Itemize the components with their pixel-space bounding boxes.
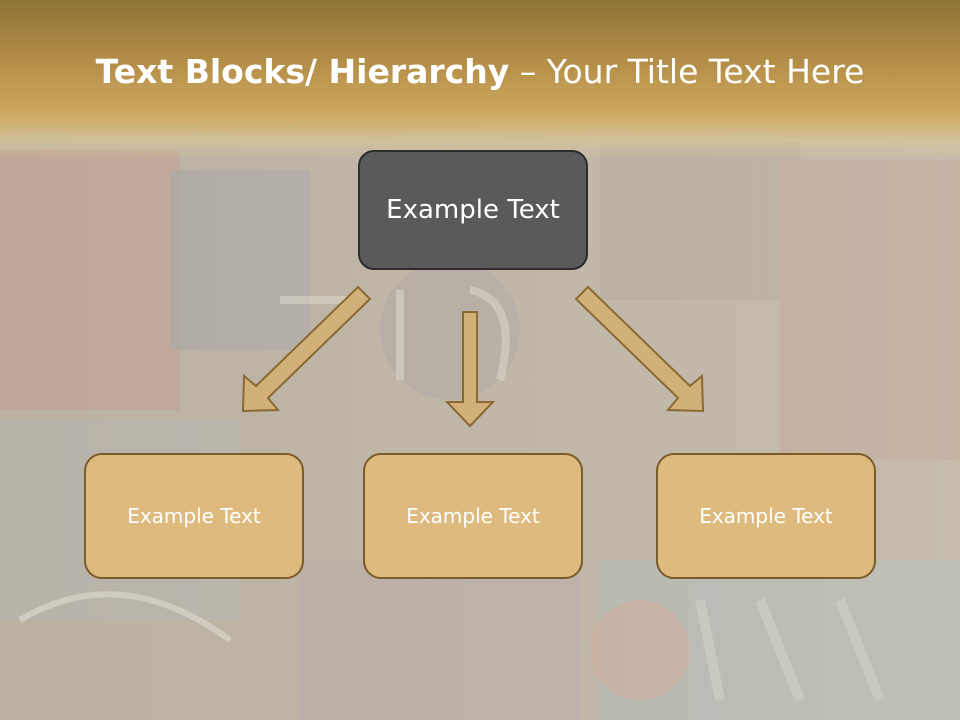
arrow-right [574, 285, 705, 413]
hierarchy-child-text-1: Example Text [127, 504, 261, 528]
hierarchy-child-box-1: Example Text [84, 453, 304, 579]
hierarchy-top-text: Example Text [386, 195, 560, 225]
slide-title: Text Blocks/ Hierarchy – Your Title Text… [0, 52, 960, 91]
title-rest: – Your Title Text Here [509, 52, 865, 91]
arrow-left [241, 285, 372, 413]
hierarchy-top-box: Example Text [358, 150, 588, 270]
hierarchy-child-text-2: Example Text [406, 504, 540, 528]
arrow-center [444, 311, 496, 428]
title-bar [0, 0, 960, 160]
hierarchy-child-text-3: Example Text [699, 504, 833, 528]
hierarchy-child-box-3: Example Text [656, 453, 876, 579]
title-bold: Text Blocks/ Hierarchy [95, 52, 510, 91]
hierarchy-child-box-2: Example Text [363, 453, 583, 579]
